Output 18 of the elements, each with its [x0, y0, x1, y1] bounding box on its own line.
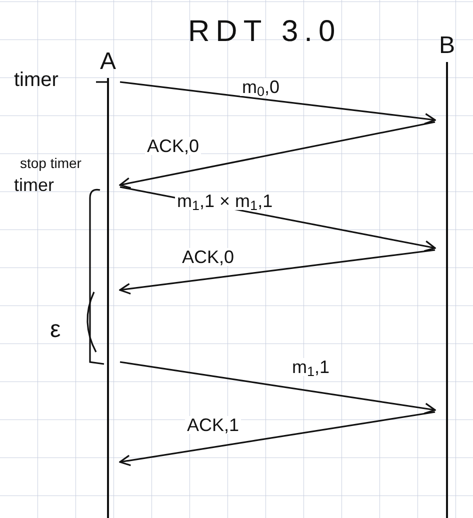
message-arrow — [119, 411, 436, 466]
participant-label: B — [438, 34, 455, 58]
message-arrow — [119, 121, 436, 189]
message-arrow — [120, 361, 436, 414]
edge-label: m$_{1}$,1 × m$_{1}$,1 — [175, 192, 275, 210]
edge-label: m$_{0}$,0 — [240, 78, 282, 96]
message-arrow — [120, 81, 436, 125]
annotation: stop timer — [20, 156, 82, 170]
message-arrow — [119, 249, 436, 294]
participant-label: A — [100, 50, 116, 74]
diagram-title: RDT 3.0 — [188, 14, 342, 50]
edge-label: ACK,0 — [180, 248, 236, 266]
annotation: timer — [14, 70, 58, 90]
edge-label: ACK,0 — [145, 137, 202, 155]
annotation: ε — [50, 318, 61, 342]
annotation: timer — [14, 176, 54, 194]
edge-label: m$_{1}$,1 — [290, 358, 332, 376]
edge-label: ACK,1 — [185, 416, 242, 434]
